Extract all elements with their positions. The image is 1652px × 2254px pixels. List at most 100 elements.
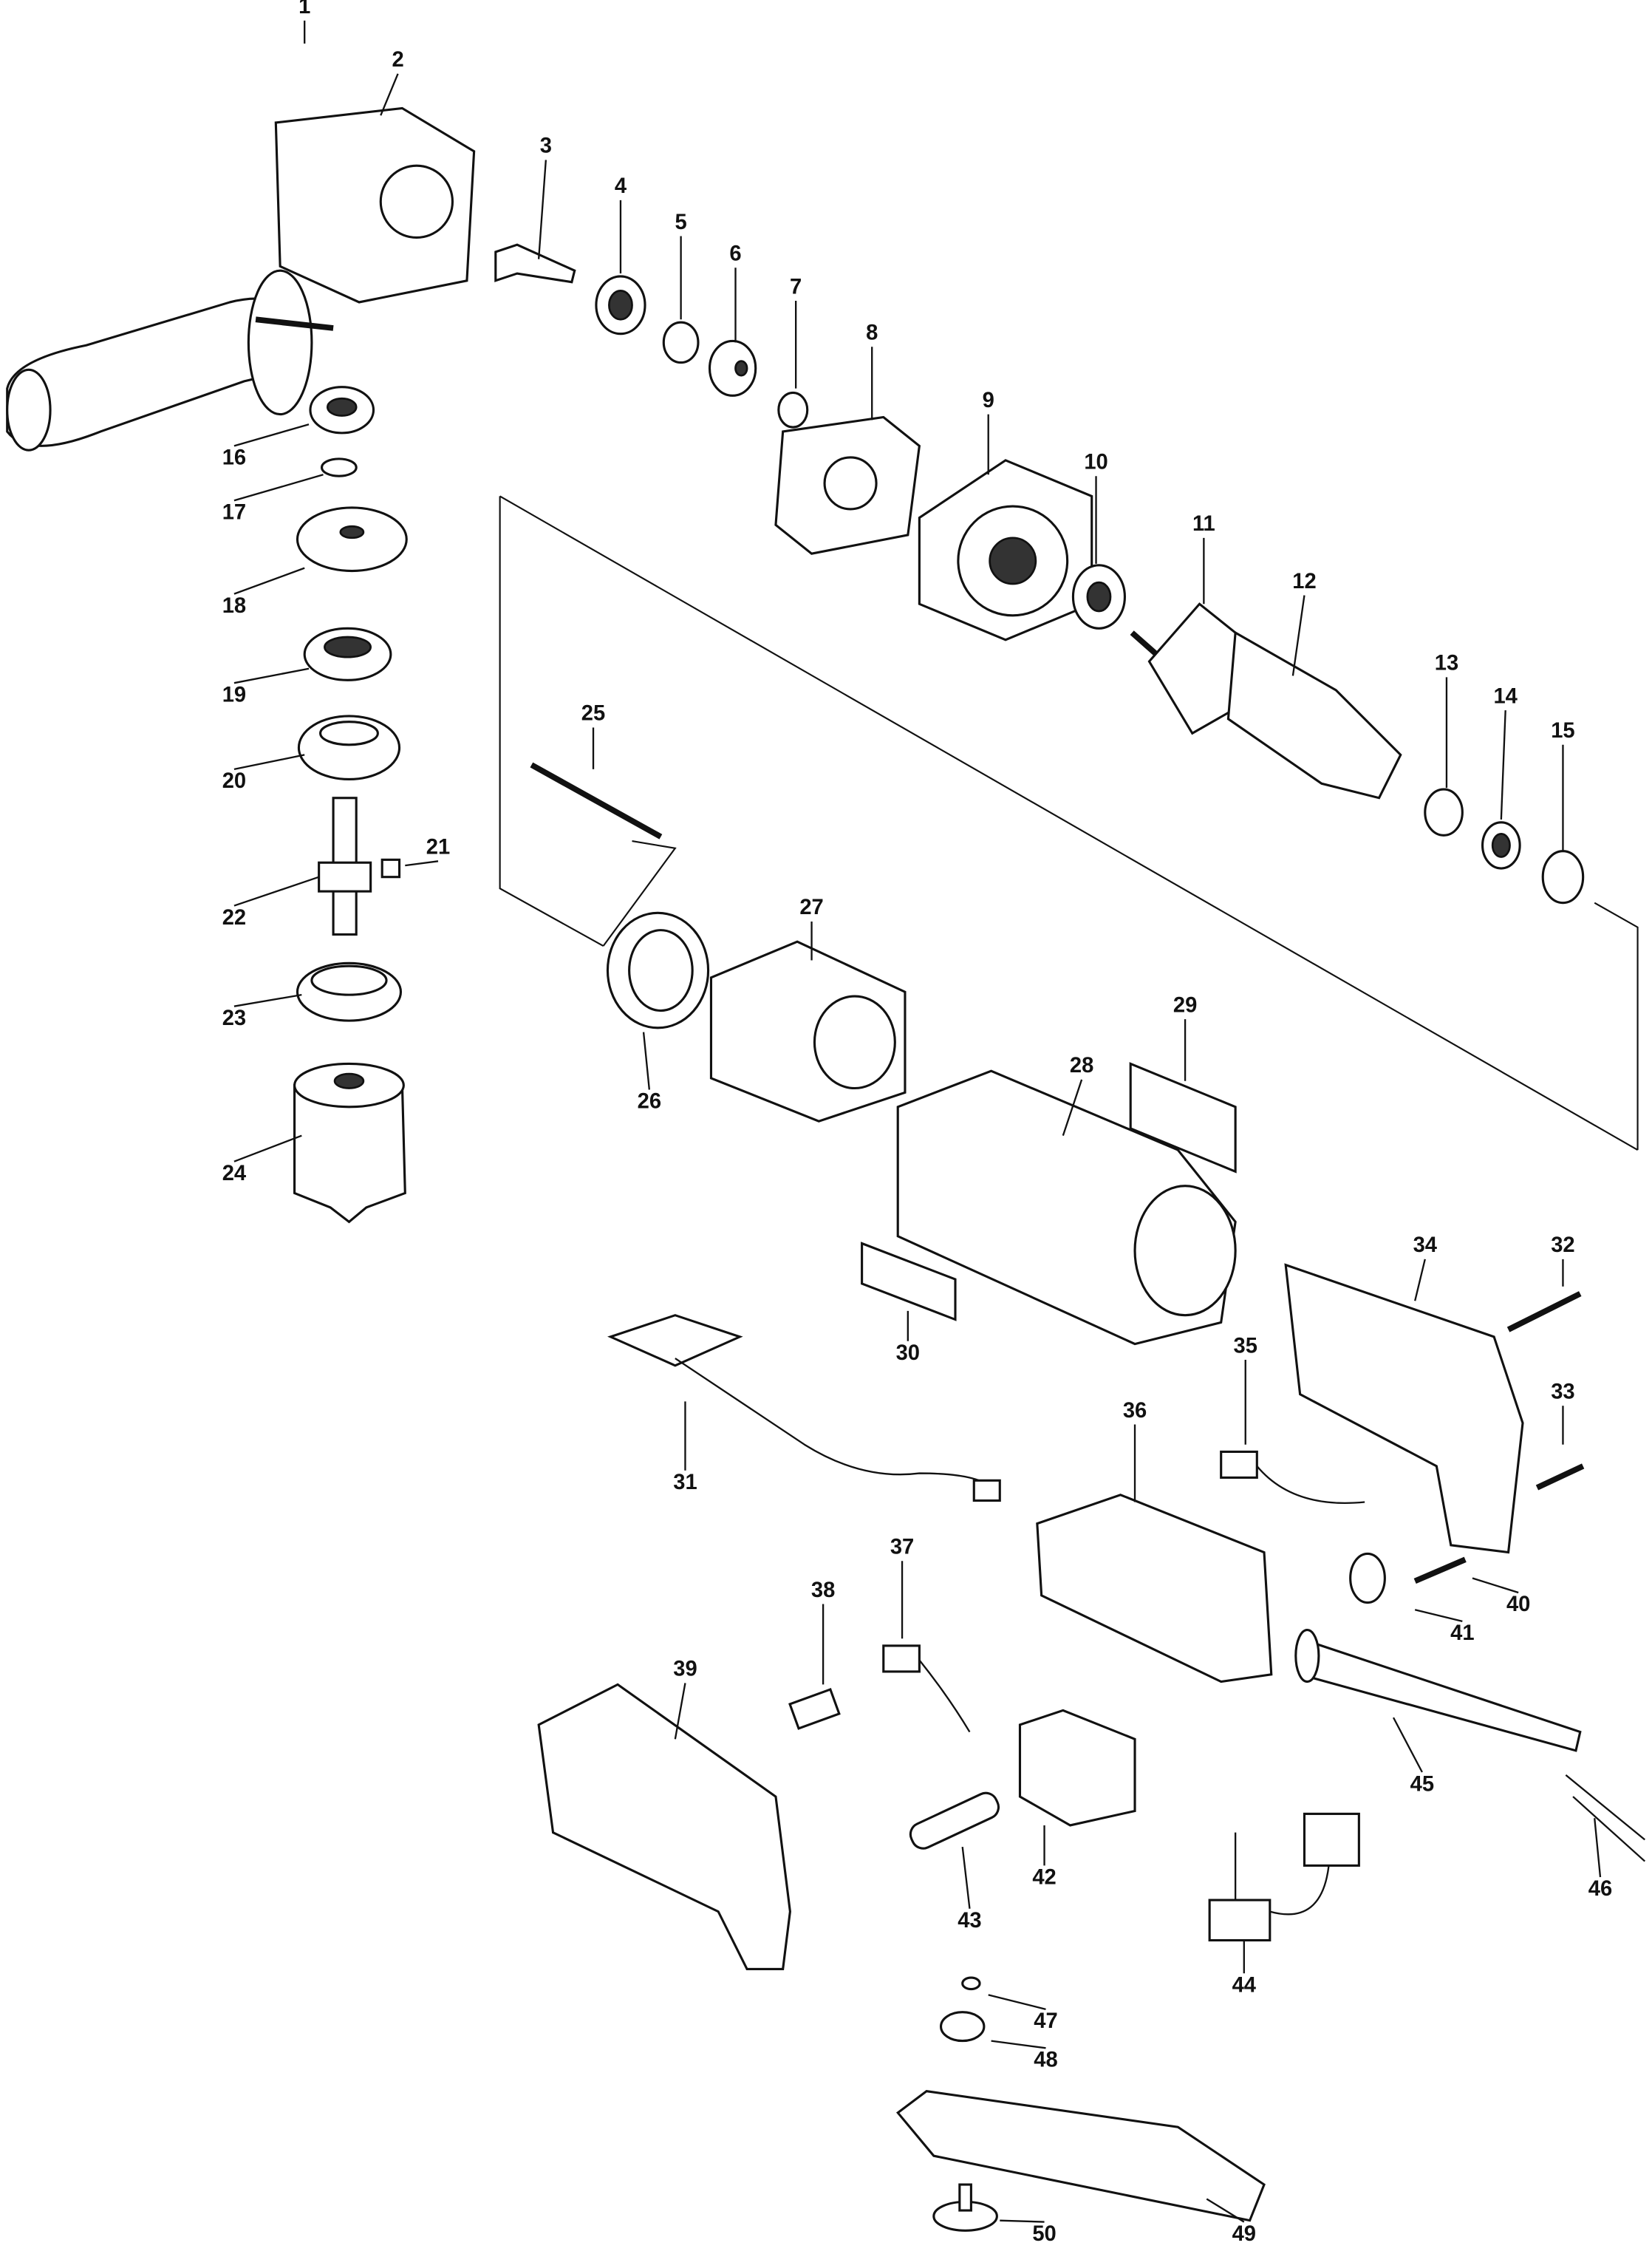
callout-17: 17 <box>222 474 324 525</box>
callout-number: 23 <box>222 1007 246 1030</box>
callout-number: 41 <box>1450 1621 1474 1645</box>
callout-number: 38 <box>811 1579 835 1602</box>
callout-number: 40 <box>1506 1593 1530 1616</box>
callout-48: 48 <box>991 2040 1058 2072</box>
part-26-baffle-plate <box>606 911 710 1029</box>
callout-29: 29 <box>1173 993 1197 1081</box>
callout-number: 36 <box>1123 1399 1147 1423</box>
callout-number: 3 <box>540 135 552 158</box>
part-32-screw <box>1506 1291 1582 1332</box>
callout-41: 41 <box>1414 1609 1475 1645</box>
callout-37: 37 <box>890 1535 914 1639</box>
part-42-switch <box>1018 1709 1136 1827</box>
callout-number: 34 <box>1413 1233 1438 1257</box>
leader-line <box>988 1994 1046 2010</box>
callout-27: 27 <box>799 896 824 961</box>
part-31-cable-assembly <box>607 1314 1001 1502</box>
callout-21: 21 <box>405 836 450 867</box>
callout-4: 4 <box>615 174 627 274</box>
callout-number: 8 <box>866 321 878 344</box>
callout-number: 13 <box>1435 652 1458 675</box>
callout-number: 32 <box>1551 1233 1574 1257</box>
callout-39: 39 <box>673 1658 697 1740</box>
callout-number: 24 <box>222 1162 247 1185</box>
callout-50: 50 <box>1000 2219 1057 2246</box>
callout-number: 12 <box>1292 570 1316 593</box>
callout-47: 47 <box>988 1994 1058 2033</box>
part-37-terminal <box>882 1644 971 1733</box>
callout-number: 46 <box>1588 1877 1612 1901</box>
callout-number: 39 <box>673 1658 697 1681</box>
part-11-12-armature <box>1130 602 1402 800</box>
part-24-drill-chuck <box>293 1062 406 1224</box>
callout-20: 20 <box>222 754 305 793</box>
callout-number: 15 <box>1551 719 1574 743</box>
callout-number: 33 <box>1551 1380 1574 1403</box>
leader-line <box>1291 595 1305 676</box>
part-8-gasket-plate <box>774 415 921 555</box>
callout-45: 45 <box>1392 1717 1434 1796</box>
part-side-handle <box>6 269 313 452</box>
callout-number: 19 <box>222 683 246 706</box>
callout-number: 27 <box>799 896 823 919</box>
part-23-ring <box>296 961 403 1022</box>
callout-30: 30 <box>896 1310 920 1365</box>
callout-7: 7 <box>790 275 802 389</box>
callout-31: 31 <box>673 1401 697 1494</box>
callout-number: 47 <box>1034 2009 1057 2033</box>
leader-line <box>1206 2198 1245 2223</box>
callout-25: 25 <box>581 702 605 769</box>
leader-line <box>233 567 305 595</box>
callout-32: 32 <box>1551 1233 1575 1287</box>
callout-number: 26 <box>638 1090 661 1114</box>
part-9-bearing-box <box>918 459 1093 641</box>
callout-40: 40 <box>1472 1577 1530 1616</box>
part-10-bearing <box>1071 564 1126 630</box>
leader-line <box>674 1683 686 1740</box>
callout-labels: 1234567891011121314151617181920212223242… <box>222 0 1613 2246</box>
callout-number: 50 <box>1032 2222 1056 2246</box>
callout-number: 9 <box>983 389 994 412</box>
callout-number: 30 <box>896 1341 920 1365</box>
callout-number: 43 <box>958 1909 981 1933</box>
part-6-gear <box>708 339 757 397</box>
part-33-screw <box>1535 1463 1585 1491</box>
callout-number: 11 <box>1192 512 1215 536</box>
callout-3: 3 <box>537 135 552 259</box>
callout-13: 13 <box>1435 652 1458 789</box>
part-1-screw <box>255 316 334 331</box>
part-34-handle-half <box>1284 1263 1524 1554</box>
part-18-spiral-bevel-gear <box>296 506 408 573</box>
callout-8: 8 <box>866 321 878 421</box>
leader-line <box>1414 1259 1426 1301</box>
callout-number: 1 <box>298 0 310 18</box>
callout-number: 42 <box>1032 1866 1056 1890</box>
part-25-bolt <box>530 762 663 840</box>
leader-line <box>233 474 324 502</box>
callout-22: 22 <box>222 876 320 930</box>
part-50-knob <box>932 2183 998 2232</box>
part-41-strain-relief <box>1349 1552 1386 1604</box>
leader-line <box>1500 710 1506 820</box>
callout-number: 29 <box>1173 993 1197 1017</box>
callout-number: 16 <box>222 446 246 470</box>
part-27-field <box>709 940 907 1123</box>
leader-line <box>1414 1609 1463 1622</box>
callout-number: 49 <box>1232 2222 1256 2246</box>
leader-line <box>537 160 547 259</box>
callout-15: 15 <box>1551 719 1575 851</box>
callout-43: 43 <box>958 1846 982 1933</box>
callout-number: 45 <box>1410 1772 1434 1796</box>
part-38-carbon-brush-holder <box>788 1688 841 1730</box>
part-16-bearing <box>309 386 375 435</box>
callout-38: 38 <box>811 1579 835 1685</box>
part-22-spindle <box>318 797 372 936</box>
part-28-motor-housing <box>896 1069 1237 1346</box>
callout-35: 35 <box>1234 1334 1257 1445</box>
part-20-bearing-retainer <box>297 715 401 781</box>
leader-line <box>1472 1577 1519 1594</box>
leader-line <box>405 860 439 867</box>
callout-44: 44 <box>1232 1940 1257 1997</box>
callout-number: 6 <box>729 242 741 266</box>
